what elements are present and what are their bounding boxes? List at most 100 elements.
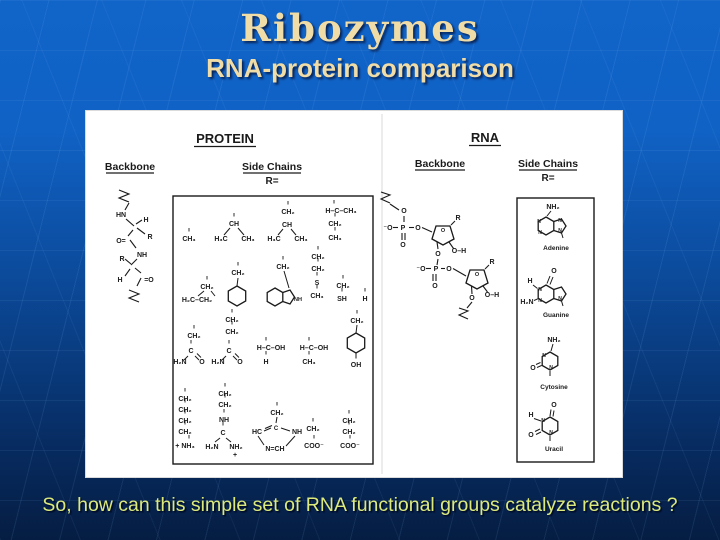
formula-label: N [558, 296, 562, 302]
slide-title: Ribozymes [240, 6, 480, 50]
rna-side-chains-box [516, 197, 595, 463]
formula-label: CH₂ [350, 318, 363, 325]
guanine-pentagon [553, 286, 567, 302]
rna-backbone-drawing [379, 191, 490, 320]
formula-label: O [401, 208, 407, 215]
formula-label: NH [292, 429, 302, 436]
adenine-pentagon [553, 218, 567, 234]
formula-label: O [446, 266, 452, 273]
formula-label: H₃C [267, 236, 280, 243]
formula-label: R [455, 215, 460, 222]
formula-label: CH₂ [336, 283, 349, 290]
formula-label: O [475, 272, 480, 278]
formula-label: CH₂ [276, 264, 289, 271]
formula-label: CH₂ [178, 429, 191, 436]
formula-label: CH₃ [182, 236, 195, 243]
formula-label: CH [229, 221, 239, 228]
base-label-guanine: Guanine [543, 312, 569, 319]
protein-side-chains-label: Side Chains [242, 161, 302, 173]
formula-label: C [226, 348, 231, 355]
formula-label: S [315, 280, 320, 287]
formula-label: N [549, 430, 553, 436]
formula-label: N [537, 219, 541, 225]
formula-label: H–C–OH [257, 345, 285, 352]
formula-label: H [528, 412, 533, 419]
protein-backbone-drawing [117, 189, 146, 303]
tyrosine-ring [346, 332, 366, 354]
formula-label: + [233, 452, 237, 459]
formula-label: H₂N [173, 359, 186, 366]
base-label-cytosine: Cytosine [540, 384, 568, 391]
formula-label: CH [282, 222, 292, 229]
formula-label: O [415, 225, 421, 232]
formula-label: O–H [485, 292, 499, 299]
formula-label: CH₂ [281, 209, 294, 216]
base-bonds [532, 210, 564, 441]
formula-label: CH₃ [302, 359, 315, 366]
formula-label: N [541, 418, 545, 424]
rna-side-chains-label: Side Chains [518, 158, 578, 170]
formula-label: CH₂ [306, 426, 319, 433]
formula-label: O [469, 295, 475, 302]
formula-label: R [489, 259, 494, 266]
formula-label: CH₃ [241, 236, 254, 243]
formula-label: N [558, 218, 562, 224]
formula-label: H₂C–CH₂ [182, 297, 212, 304]
formula-label: CH₃ [310, 293, 323, 300]
formula-label: HN [116, 212, 126, 219]
protein-header: PROTEIN [196, 131, 254, 146]
formula-label: N [542, 353, 546, 359]
formula-label: H₂N [520, 299, 533, 306]
formula-label: O [530, 365, 536, 372]
formula-label: N [558, 228, 562, 234]
formula-label: NH [294, 297, 302, 303]
formula-label: C [220, 430, 225, 437]
formula-label: N [538, 298, 542, 304]
protein-side-chains-box [172, 195, 374, 465]
formula-label: HC [252, 429, 262, 436]
formula-label: H [527, 278, 532, 285]
rna-protein-comparison-figure: PROTEIN Backbone Side Chains R= RNA Back… [85, 110, 623, 478]
formula-label: H [117, 277, 122, 284]
formula-label: P [434, 266, 439, 273]
tryptophan-hexagon [266, 287, 284, 307]
formula-label: H [263, 359, 268, 366]
formula-label: O [528, 432, 534, 439]
formula-label: O [551, 268, 557, 275]
formula-label: O [199, 359, 205, 366]
formula-label: COO⁻ [340, 443, 360, 450]
formula-label: NH₂ [546, 204, 559, 211]
slide-subtitle: RNA-protein comparison [206, 53, 514, 83]
rna-header: RNA [471, 130, 500, 145]
formula-label: ⁻O [416, 266, 426, 273]
formula-label: CH₂ [231, 270, 244, 277]
formula-label: CH₂ [200, 284, 213, 291]
ribose-ring-2 [465, 269, 489, 290]
formula-label: CH₂ [328, 221, 341, 228]
phenylalanine-ring [227, 285, 247, 307]
formula-label: H₂N [211, 359, 224, 366]
formula-label: O= [116, 238, 126, 245]
formula-label: P [401, 225, 406, 232]
formula-label: H [143, 217, 148, 224]
formula-label: C [274, 426, 279, 432]
protein-side-chain-bonds [183, 227, 358, 447]
formula-label: N [549, 365, 553, 371]
formula-label: =O [144, 277, 154, 284]
formula-label: NH₂ [229, 444, 242, 451]
formula-label: O [432, 283, 438, 290]
formula-label: H–C–CH₃ [325, 208, 356, 215]
protein-backbone-label: Backbone [105, 161, 155, 173]
formula-label: NH [219, 417, 229, 424]
formula-label: R [147, 234, 152, 241]
formula-label: CH₂ [270, 410, 283, 417]
formula-label: NH₂ [547, 337, 560, 344]
formula-label: H₃C [214, 236, 227, 243]
formula-label: N [538, 230, 542, 236]
tryptophan-pentagon [282, 289, 296, 305]
formula-label: + NH₃ [175, 443, 194, 450]
formula-label: CH₂ [342, 429, 355, 436]
header-underlines [106, 144, 577, 174]
